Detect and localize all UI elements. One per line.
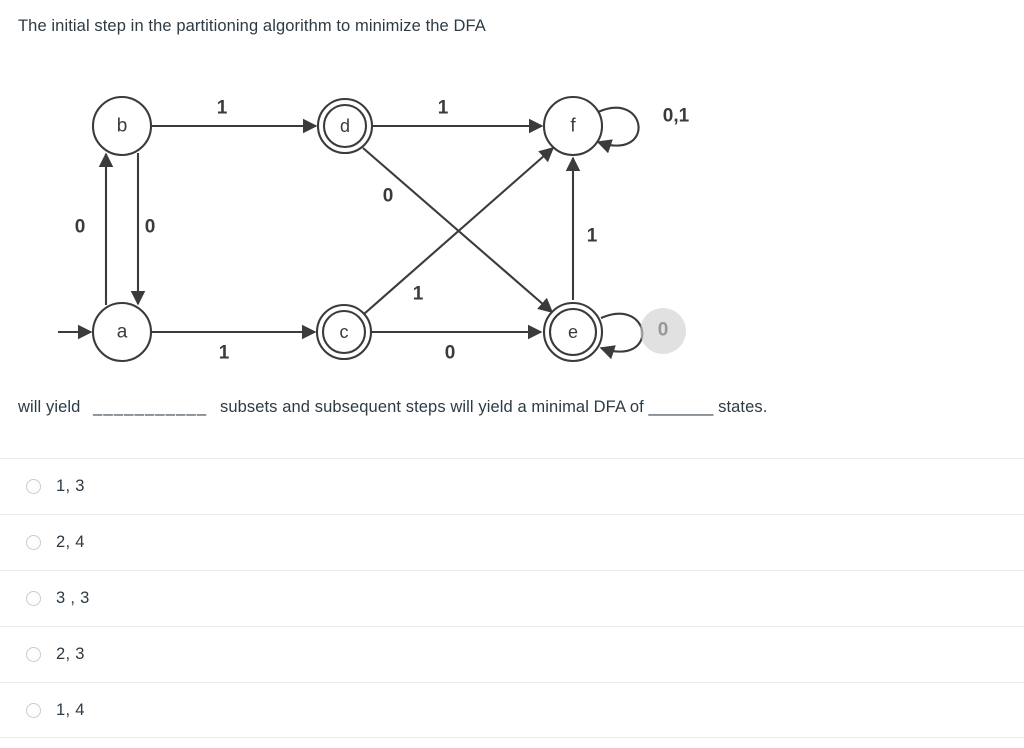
- answer-option-label: 1, 4: [56, 700, 85, 719]
- radio-button-icon[interactable]: [26, 479, 41, 494]
- state-node-b: b: [91, 95, 153, 157]
- state-node-c: c: [315, 303, 373, 361]
- edge-label-e-f: 1: [587, 226, 598, 247]
- radio-button-icon[interactable]: [26, 702, 41, 718]
- answer-option-label: 2, 4: [56, 533, 85, 551]
- state-label-e: e: [568, 322, 578, 342]
- answer-option-label: 1, 3: [56, 477, 85, 495]
- answer-option-5[interactable]: 1, 4: [0, 682, 1024, 738]
- edge-label-a-b: 0: [75, 217, 86, 238]
- answer-options-list: 1, 3 2, 4 3 , 3 2, 3 1, 4: [0, 458, 1024, 738]
- edge-label-b-a: 0: [145, 217, 156, 238]
- answer-option-2[interactable]: 2, 4: [0, 514, 1024, 570]
- answer-option-3[interactable]: 3 , 3: [0, 570, 1024, 626]
- answer-option-4[interactable]: 2, 3: [0, 626, 1024, 682]
- edge-label-a-c: 1: [219, 343, 230, 364]
- dfa-state-diagram: a b c d e: [0, 72, 740, 372]
- state-label-a: a: [117, 322, 128, 343]
- edge-e-e-selfloop: [599, 312, 644, 360]
- radio-button-icon[interactable]: [26, 591, 41, 606]
- fill-middle-text: subsets and subsequent steps will yield …: [219, 398, 644, 416]
- edge-label-b-d: 1: [217, 98, 228, 119]
- edge-label-d-e: 0: [383, 186, 394, 207]
- edge-label-c-f: 1: [413, 284, 424, 305]
- answer-blank-2: _______: [648, 398, 714, 416]
- page-title: The initial step in the partitioning alg…: [18, 17, 486, 35]
- state-node-f: f: [542, 95, 604, 157]
- edge-label-e-e: 0: [658, 320, 669, 341]
- state-label-b: b: [117, 116, 128, 137]
- state-node-d: d: [316, 97, 374, 155]
- state-node-e: e: [542, 301, 604, 363]
- state-label-c: c: [340, 322, 349, 342]
- radio-button-icon[interactable]: [26, 535, 41, 550]
- state-node-a: a: [91, 301, 153, 363]
- edge-c-f: [363, 147, 555, 315]
- fill-prefix-text: will yield: [18, 398, 81, 416]
- fill-suffix-text: states.: [718, 398, 768, 416]
- radio-button-icon[interactable]: [26, 647, 41, 662]
- fill-in-sentence: will yield ___________ subsets and subse…: [18, 396, 767, 418]
- answer-blank-1: ___________: [93, 398, 208, 416]
- answer-option-label: 3 , 3: [56, 589, 90, 607]
- edge-d-e: [362, 147, 554, 313]
- edge-f-f-selfloop: [596, 106, 640, 154]
- state-label-d: d: [340, 116, 350, 136]
- answer-option-1[interactable]: 1, 3: [0, 458, 1024, 514]
- edge-label-f-f: 0,1: [663, 106, 690, 127]
- answer-option-label: 2, 3: [56, 645, 85, 663]
- state-label-f: f: [570, 116, 576, 137]
- edge-label-c-e: 0: [445, 343, 456, 364]
- edge-label-d-f: 1: [438, 98, 449, 119]
